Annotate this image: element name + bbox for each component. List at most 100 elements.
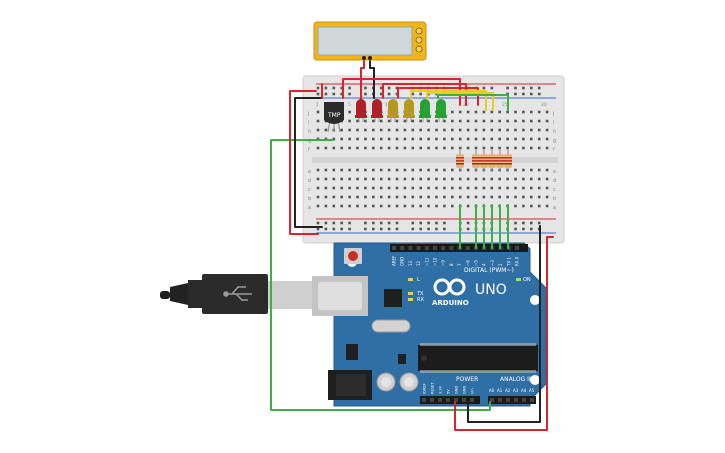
digital-pin-label: ~5 (474, 260, 479, 266)
power-label: POWER (456, 376, 478, 383)
breadboard-hole (506, 186, 509, 190)
breadboard-hole (387, 177, 391, 181)
breadboard-hole (482, 186, 486, 190)
breadboard-hole (324, 168, 328, 172)
breadboard-hole (482, 119, 486, 123)
status-leds: L TX RX ON (408, 277, 531, 303)
header-pin-hole (438, 398, 442, 402)
breadboard-hole (316, 221, 320, 225)
header-pin-hole (441, 246, 446, 250)
breadboard-hole (482, 86, 486, 90)
breadboard-hole (403, 137, 407, 141)
breadboard-hole (387, 195, 391, 199)
breadboard-hole (395, 146, 399, 150)
power-analog-header: POWER ANALOG IN (420, 376, 536, 404)
breadboard-hole (435, 168, 438, 172)
breadboard-hole (474, 177, 478, 181)
breadboard-hole (356, 137, 359, 141)
voltage-regulator (346, 344, 358, 360)
breadboard-hole (537, 168, 541, 172)
breadboard-hole (522, 195, 525, 199)
breadboard-hole (522, 146, 525, 150)
breadboard-hole (324, 86, 328, 90)
breadboard-hole (443, 195, 446, 199)
breadboard-hole (356, 128, 359, 132)
header-pin-hole (530, 398, 534, 402)
breadboard-hole (316, 195, 320, 199)
resistor (488, 150, 496, 172)
lcd-pin (415, 27, 423, 35)
breadboard-hole (545, 146, 549, 150)
breadboard-hole (545, 195, 549, 199)
usb-icon (223, 286, 252, 301)
breadboard-hole (545, 128, 549, 132)
header-pin-hole (498, 398, 502, 402)
breadboard-hole (387, 221, 391, 225)
wire-green-led-6 (437, 94, 509, 111)
row-letter-g-right: g (553, 138, 556, 144)
breadboard-hole (458, 177, 462, 181)
breadboard-hole (387, 204, 391, 208)
breadboard-hole (324, 221, 328, 225)
breadboard-hole (324, 177, 328, 181)
breadboard-hole (332, 195, 336, 199)
lcd-screen (317, 26, 413, 56)
row-letter-b: b (308, 196, 311, 202)
breadboard-hole (443, 168, 446, 172)
breadboard-hole (474, 119, 478, 123)
reset-button[interactable] (344, 248, 362, 264)
arduino-uno-board: L TX RX ON ARDUINO UNO DIGITAL (PWM~) PO… (312, 242, 547, 407)
breadboard-hole (419, 128, 422, 132)
breadboard-hole (466, 168, 470, 172)
col-number-10: 10 (385, 102, 391, 108)
breadboard-hole (403, 177, 407, 181)
breadboard-hole (514, 128, 517, 132)
breadboard-hole (364, 195, 367, 199)
breadboard-hole (537, 146, 541, 150)
header-pin-hole (490, 398, 494, 402)
breadboard-hole (466, 227, 470, 231)
breadboard-hole (443, 128, 446, 132)
row-letter-d: d (308, 178, 311, 184)
breadboard-hole (364, 92, 367, 96)
breadboard-hole (332, 146, 336, 150)
resistor (496, 150, 504, 172)
breadboard-hole (537, 128, 541, 132)
l-led-label: L (417, 277, 420, 283)
breadboard-hole (458, 146, 462, 150)
breadboard-hole (506, 119, 509, 123)
microcontroller-chip (418, 343, 538, 373)
row-letter-j: j (307, 111, 309, 117)
breadboard-hole (316, 186, 320, 190)
breadboard-hole (530, 137, 533, 141)
row-letter-e: e (308, 169, 311, 175)
breadboard-hole (458, 110, 462, 114)
header-pin-hole (408, 246, 413, 250)
breadboard-hole (435, 204, 438, 208)
breadboard-hole (498, 186, 501, 190)
breadboard-hole (435, 195, 438, 199)
header-pin-hole (446, 398, 450, 402)
breadboard-hole (435, 119, 438, 123)
breadboard-hole (443, 146, 446, 150)
analog-pin-label: A0 (489, 388, 495, 393)
breadboard-hole (498, 128, 501, 132)
row-letter-j-right: j (552, 111, 554, 117)
breadboard-hole (498, 110, 501, 114)
breadboard-hole (514, 195, 517, 199)
power-pin-label: 3.3V (439, 385, 443, 394)
breadboard-hole (427, 227, 430, 231)
breadboard-hole (522, 221, 525, 225)
header-pin-hole (422, 398, 426, 402)
breadboard-hole (340, 128, 343, 132)
arduino-logo: ARDUINO UNO (432, 278, 507, 307)
breadboard-hole (482, 146, 486, 150)
breadboard-hole (545, 177, 549, 181)
analog-pin-label: A1 (497, 388, 503, 393)
breadboard-hole (458, 119, 462, 123)
led (419, 99, 431, 122)
breadboard-hole (379, 204, 383, 208)
breadboard-hole (364, 204, 367, 208)
row-letter-d-right: d (553, 178, 556, 184)
breadboard-hole (332, 204, 336, 208)
